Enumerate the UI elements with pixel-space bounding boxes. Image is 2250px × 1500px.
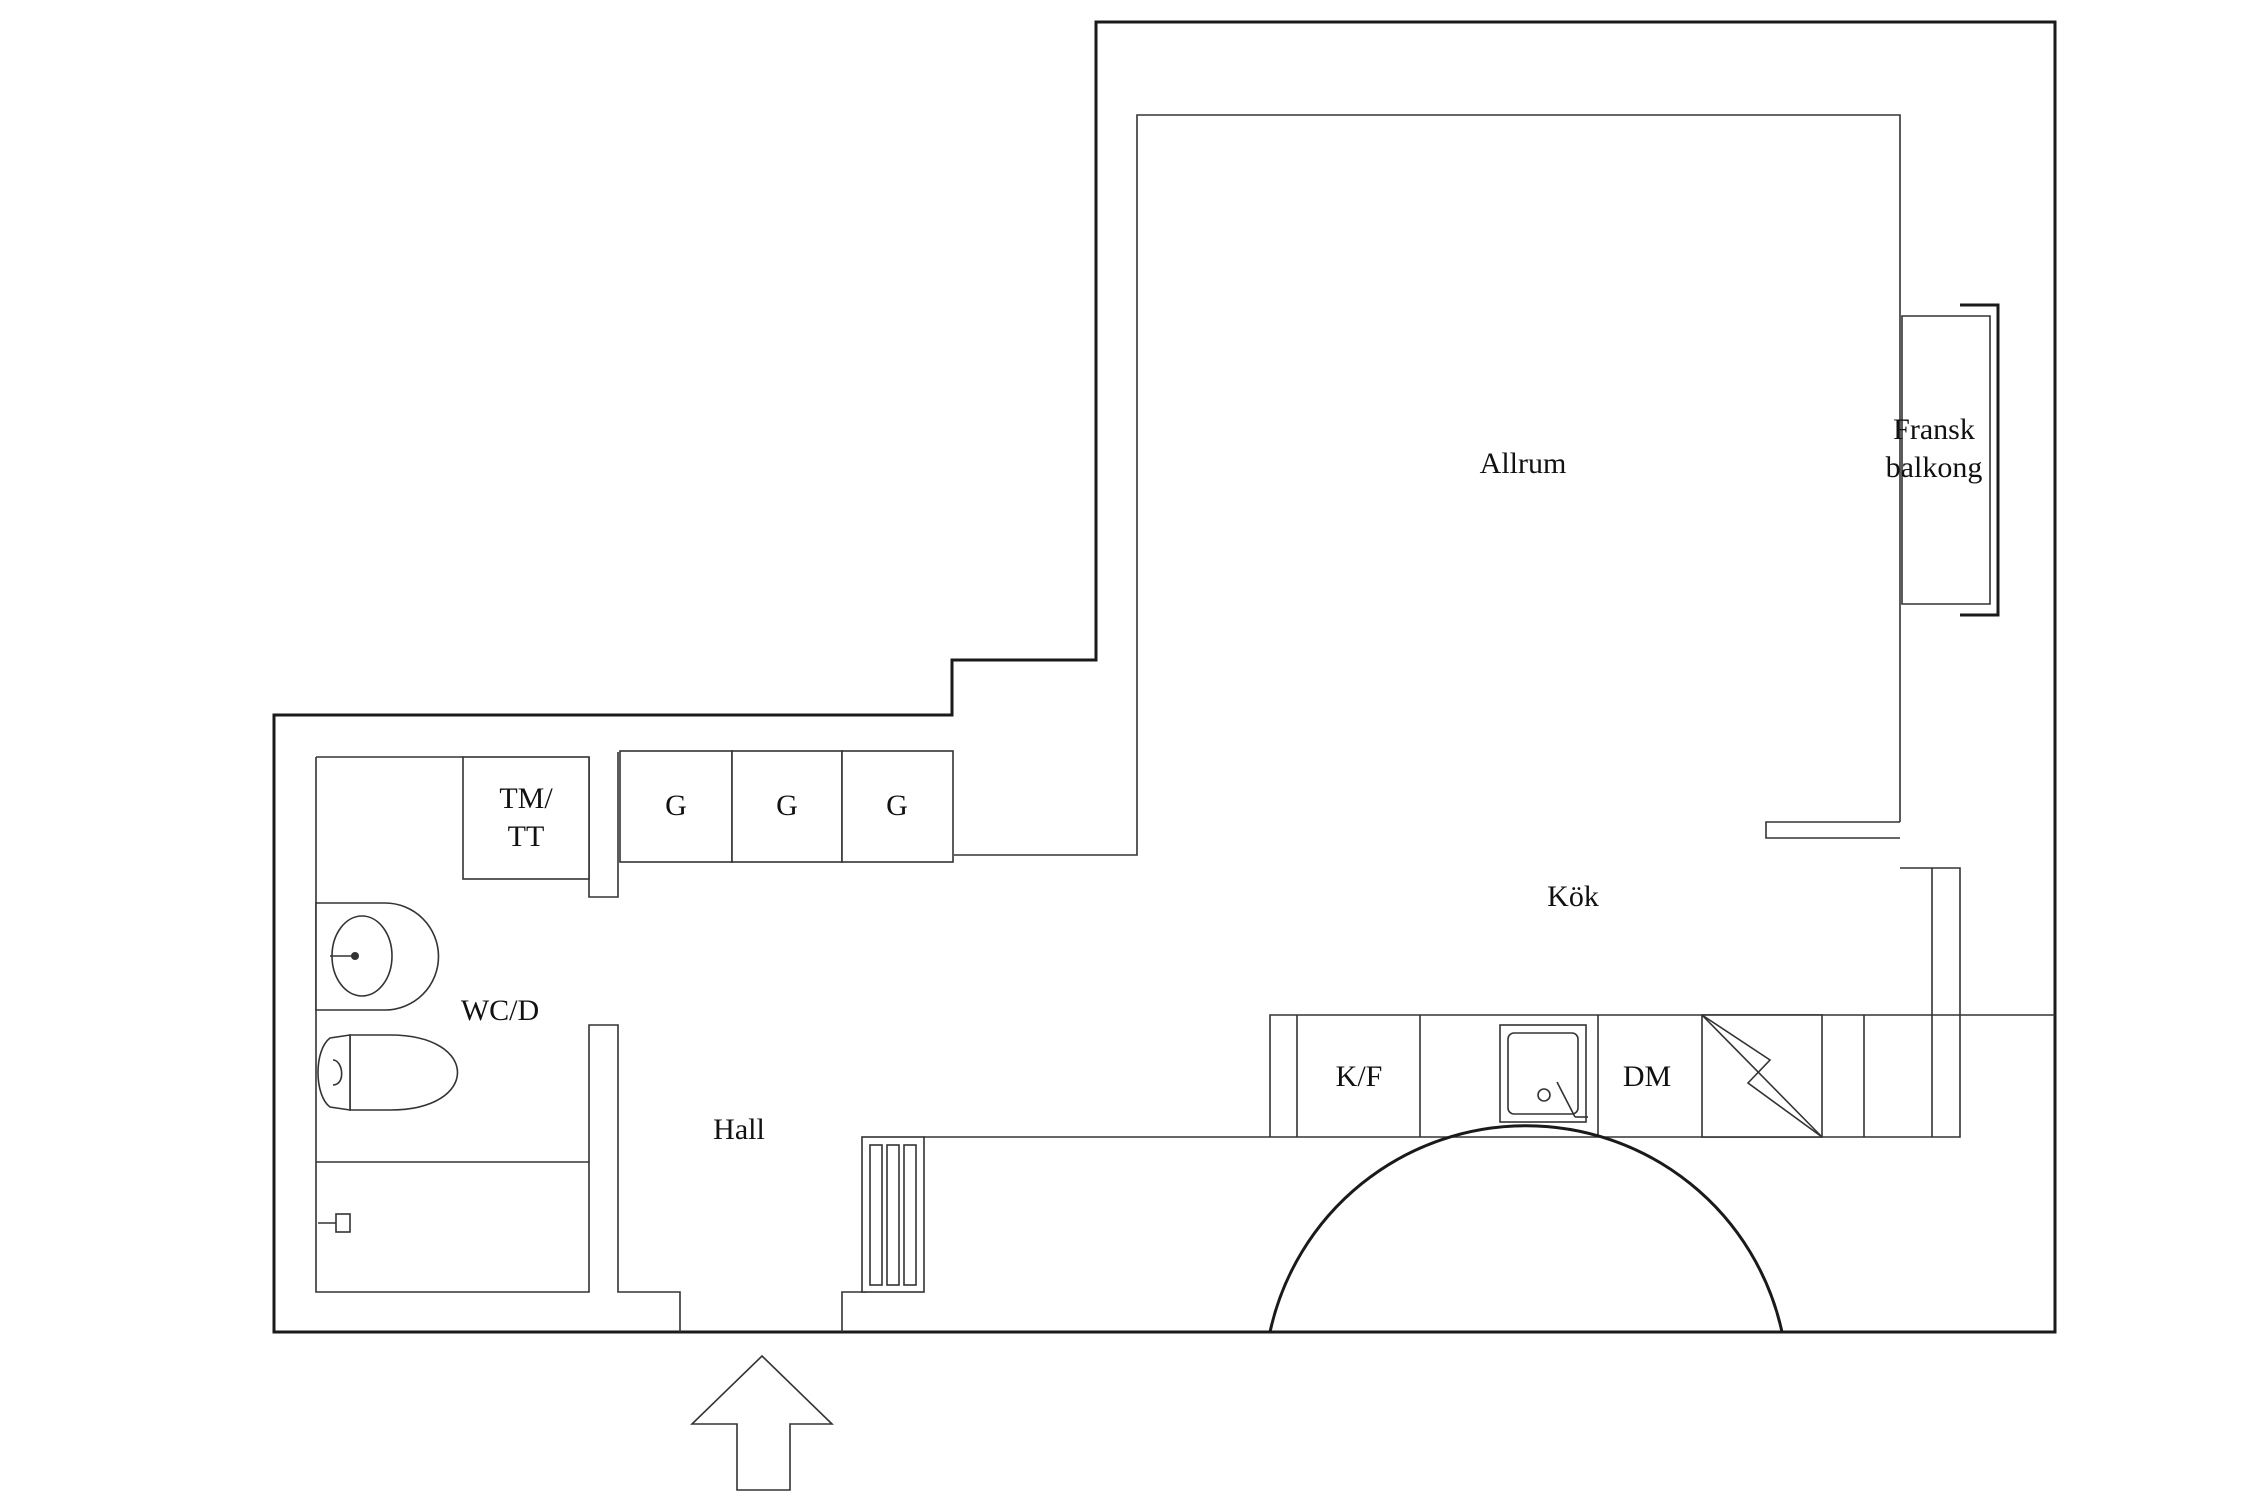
shower-icon bbox=[318, 1213, 351, 1233]
right-side-niche bbox=[1900, 867, 1961, 1015]
room-label-allrum: Allrum bbox=[1480, 447, 1567, 480]
wardrobe-3-label: G bbox=[886, 789, 908, 822]
dishwasher-label: DM bbox=[1623, 1060, 1671, 1093]
room-label-fransk: Fransk bbox=[1893, 413, 1975, 446]
tm-tt-label-1: TM/ bbox=[499, 782, 553, 815]
french-balcony bbox=[1901, 315, 1991, 605]
inner-wall-allrum bbox=[954, 114, 1901, 856]
kitchen-counter bbox=[924, 1014, 2055, 1138]
wardrobe-2-label: G bbox=[776, 789, 798, 822]
wardrobe-3 bbox=[841, 750, 954, 863]
sink-icon bbox=[1499, 1024, 1588, 1123]
kok-wall-stub bbox=[1765, 821, 1900, 839]
tm-tt-label-2: TT bbox=[508, 820, 545, 853]
entrance-arrow-icon bbox=[690, 1354, 834, 1491]
toilet-icon bbox=[317, 1034, 459, 1111]
room-label-kok: Kök bbox=[1547, 880, 1599, 913]
stove-icon bbox=[1701, 1014, 1823, 1138]
room-label-wcd: WC/D bbox=[461, 994, 539, 1027]
wardrobe-1 bbox=[619, 750, 733, 863]
bathroom-wall-right bbox=[588, 1024, 681, 1332]
radiator-icon bbox=[861, 1136, 925, 1293]
wardrobe-2 bbox=[731, 750, 843, 863]
french-balcony-rail bbox=[1960, 303, 2000, 617]
arch-opening bbox=[1268, 1124, 1784, 1333]
tm-tt-cabinet bbox=[462, 756, 590, 880]
wardrobe-1-label: G bbox=[665, 789, 687, 822]
room-label-hall: Hall bbox=[713, 1113, 765, 1146]
outer-wall bbox=[272, 20, 2057, 1334]
fridge-label: K/F bbox=[1336, 1060, 1383, 1093]
room-label-balkong: balkong bbox=[1886, 451, 1983, 484]
bathroom-wall-left bbox=[315, 757, 590, 1293]
wash-basin-icon bbox=[315, 902, 440, 1011]
hall-wall-right bbox=[841, 1291, 867, 1332]
